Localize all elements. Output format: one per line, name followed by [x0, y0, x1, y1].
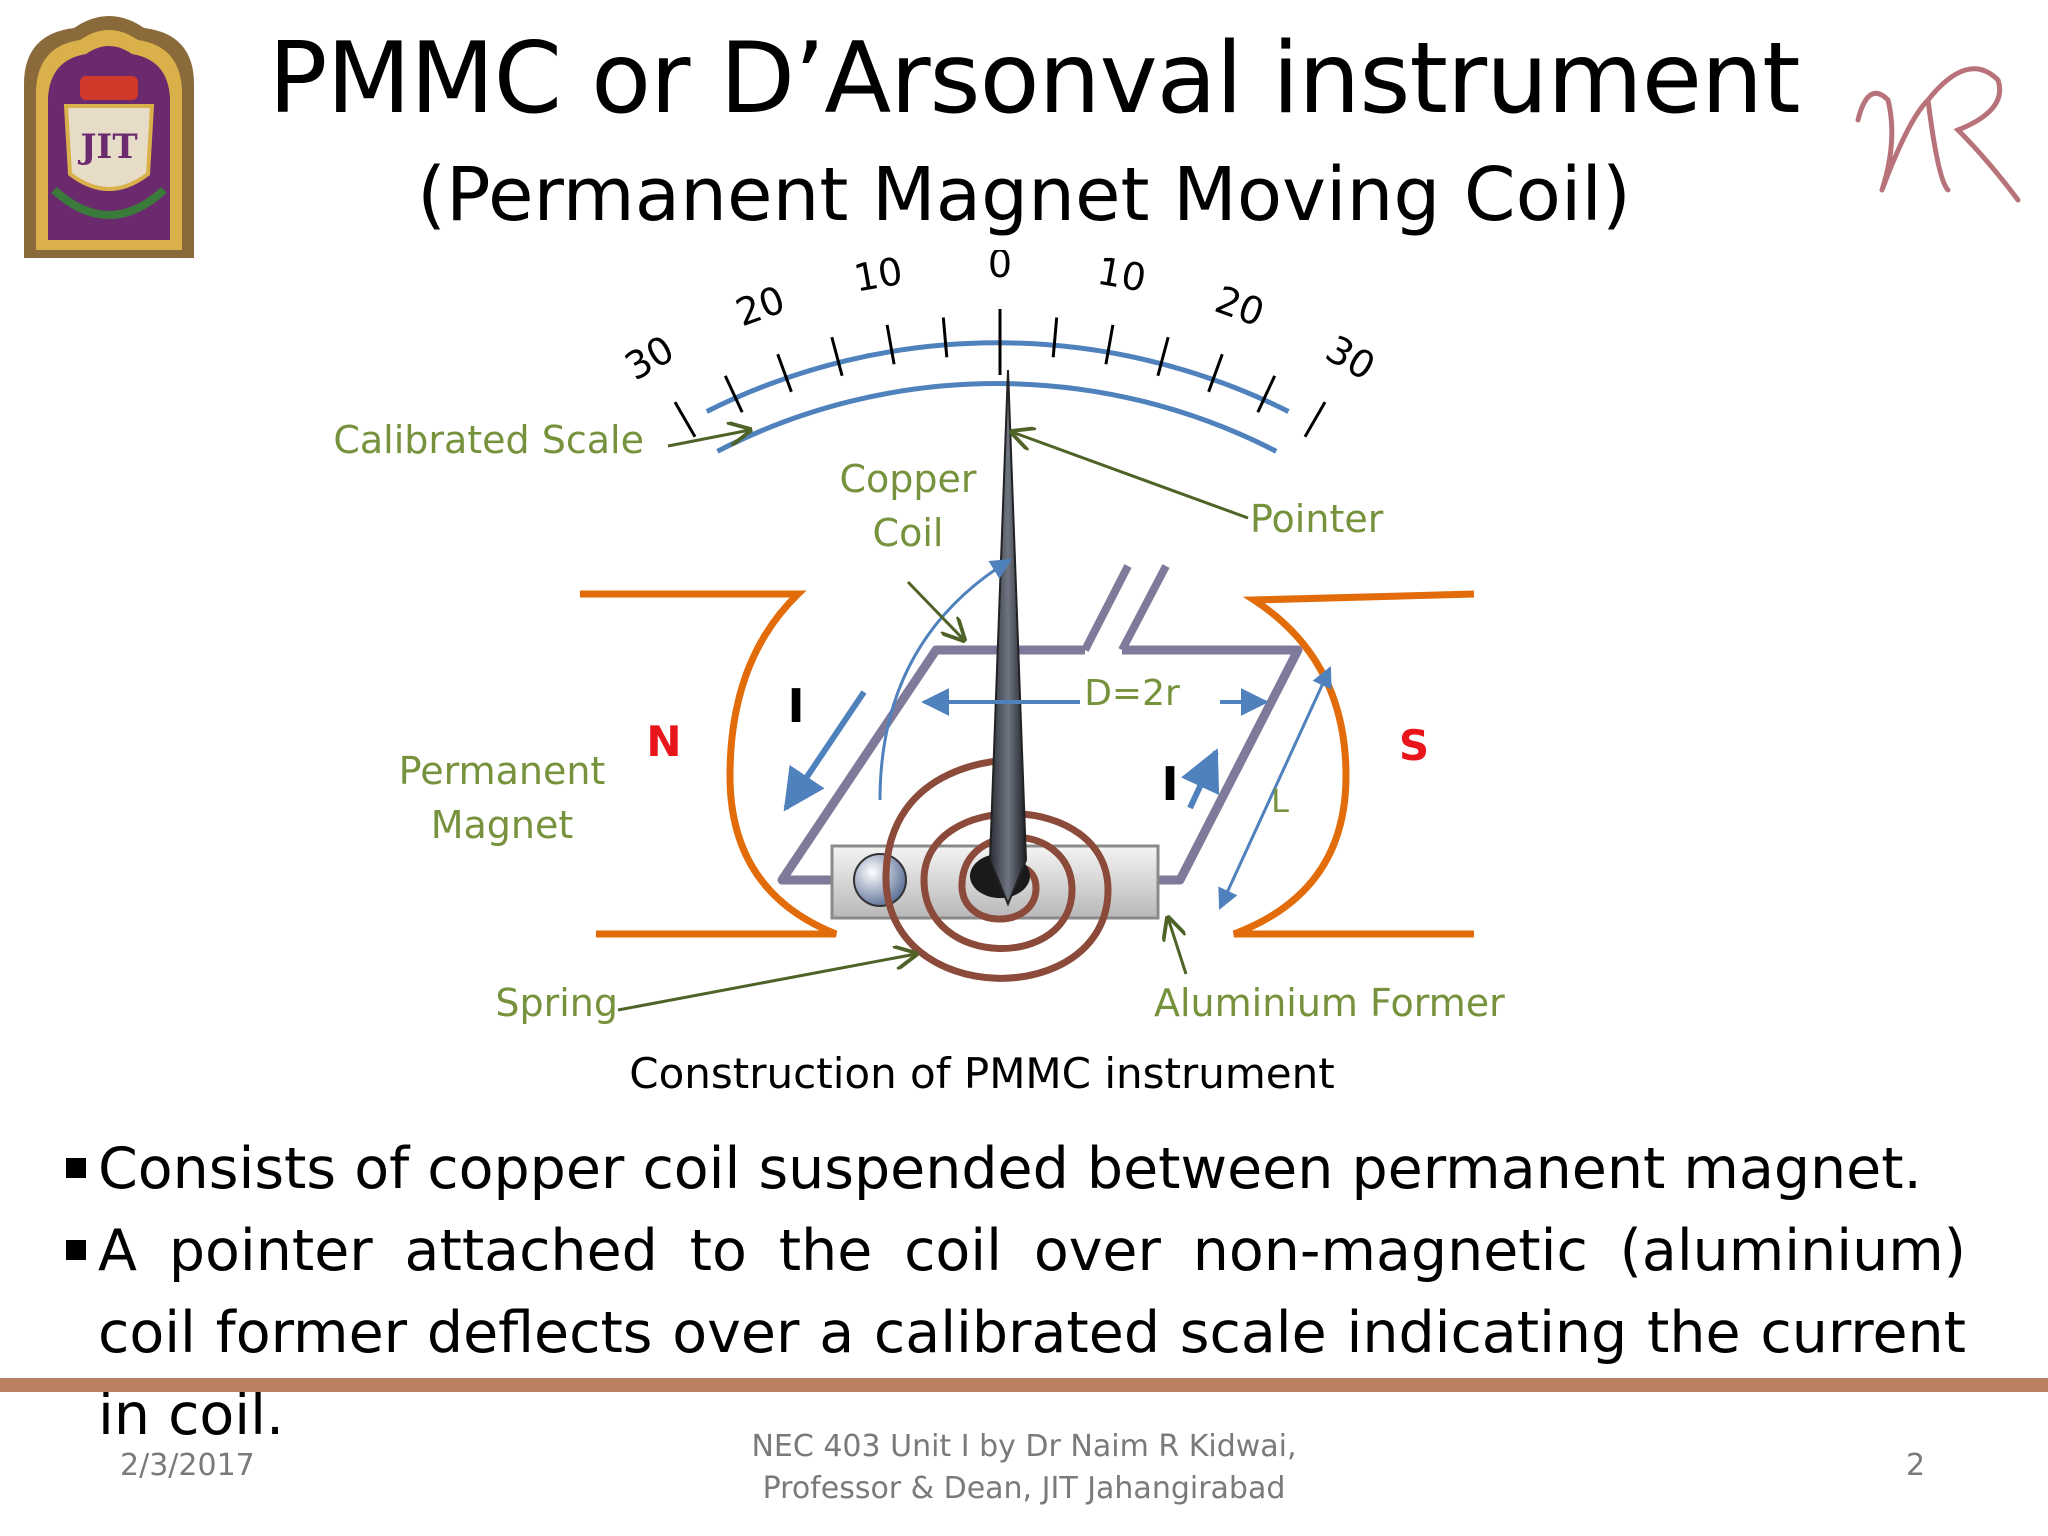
scale-tick: [885, 324, 896, 365]
length-arrow: [1218, 666, 1332, 910]
length-label: L: [1271, 782, 1289, 820]
scale-number: 10: [1094, 250, 1149, 301]
permanent-magnet-label-2: Magnet: [431, 803, 574, 847]
scale-tick: [1207, 353, 1224, 393]
bullet-square-icon: [66, 1158, 86, 1178]
scale-number: 10: [851, 250, 906, 301]
current-label-left: I: [787, 679, 804, 733]
svg-text:NR: NR: [1936, 209, 1940, 211]
scale-ticks: [673, 309, 1327, 438]
bullet-item: Consists of copper coil suspended betwee…: [66, 1128, 1966, 1210]
scale-tick: [673, 401, 697, 438]
scale-tick: [1256, 375, 1277, 413]
bullet-square-icon: [66, 1240, 86, 1260]
coil-lead-2: [1118, 564, 1170, 652]
south-label: S: [1399, 721, 1429, 770]
scale-tick: [1051, 317, 1059, 358]
north-label: N: [646, 717, 681, 766]
bullet-list: Consists of copper coil suspended betwee…: [66, 1128, 1966, 1456]
spring-spiral: [882, 756, 1112, 982]
college-logo: JIT: [24, 16, 194, 258]
scale-inner-arc: [716, 381, 1278, 454]
permanent-magnet-label-1: Permanent: [399, 749, 606, 793]
calibrated-scale-label: Calibrated Scale: [333, 418, 644, 462]
diameter-label: D=2r: [1084, 673, 1180, 714]
copper-coil-label-2: Coil: [873, 511, 944, 555]
coil-lead-1: [1081, 564, 1132, 652]
scale-tick: [776, 353, 793, 393]
copper-coil-leader: [906, 580, 964, 640]
copper-coil-label-1: Copper: [839, 457, 976, 501]
scale-tick: [1303, 401, 1327, 438]
slide-title: PMMC or D’Arsonval instrument: [268, 22, 1800, 136]
scale-tick: [723, 375, 744, 413]
footer-divider: [0, 1378, 2048, 1392]
scale-number: 30: [618, 327, 682, 389]
slide-subtitle: (Permanent Magnet Moving Coil): [417, 152, 1631, 238]
current-arrow-left: [783, 690, 867, 812]
north-pole-magnet: [580, 590, 838, 938]
south-pole-magnet: [1232, 590, 1475, 938]
pmmc-diagram: 30 20 10 0 10 20 30 N S I I D=2r L Calibrated …: [333, 250, 1505, 1098]
scale-number: 30: [1319, 327, 1383, 389]
signature-logo: NR: [1855, 66, 2021, 211]
scale-number: 20: [730, 277, 790, 335]
current-arrow-right: [1181, 748, 1220, 810]
diagram-caption: Construction of PMMC instrument: [629, 1049, 1334, 1098]
scale-tick: [1104, 324, 1115, 365]
scale-tick: [941, 317, 949, 358]
page-number: 2: [1906, 1448, 1926, 1483]
scale-outer-arc: [705, 340, 1290, 414]
svg-text:JIT: JIT: [77, 127, 137, 167]
aluminium-former-label: Aluminium Former: [1154, 981, 1505, 1025]
former-knob: [853, 853, 907, 907]
footer-credit: NEC 403 Unit I by Dr Naim R Kidwai, Prof…: [724, 1426, 1324, 1510]
spring-leader: [617, 954, 916, 1012]
pointer-leader: [1012, 432, 1249, 520]
footer-credit-line2: Professor & Dean, JIT Jahangirabad: [762, 1471, 1286, 1506]
pointer-needle: [988, 369, 1028, 907]
scale-tick: [830, 336, 844, 377]
aluminium-former-leader: [1168, 918, 1188, 975]
current-label-right: I: [1161, 757, 1178, 811]
spring-label: Spring: [495, 981, 618, 1025]
bullet-item: A pointer attached to the coil over non-…: [66, 1210, 1966, 1456]
scale-number: 20: [1210, 277, 1270, 335]
footer-credit-line1: NEC 403 Unit I by Dr Naim R Kidwai,: [751, 1429, 1297, 1464]
scale-number: 0: [988, 250, 1012, 286]
pointer-label: Pointer: [1250, 497, 1384, 541]
coil-rotation-arrow: [878, 558, 1012, 801]
calibrated-scale-leader: [667, 430, 750, 448]
scale-tick: [1156, 336, 1170, 377]
footer-date: 2/3/2017: [120, 1448, 255, 1483]
